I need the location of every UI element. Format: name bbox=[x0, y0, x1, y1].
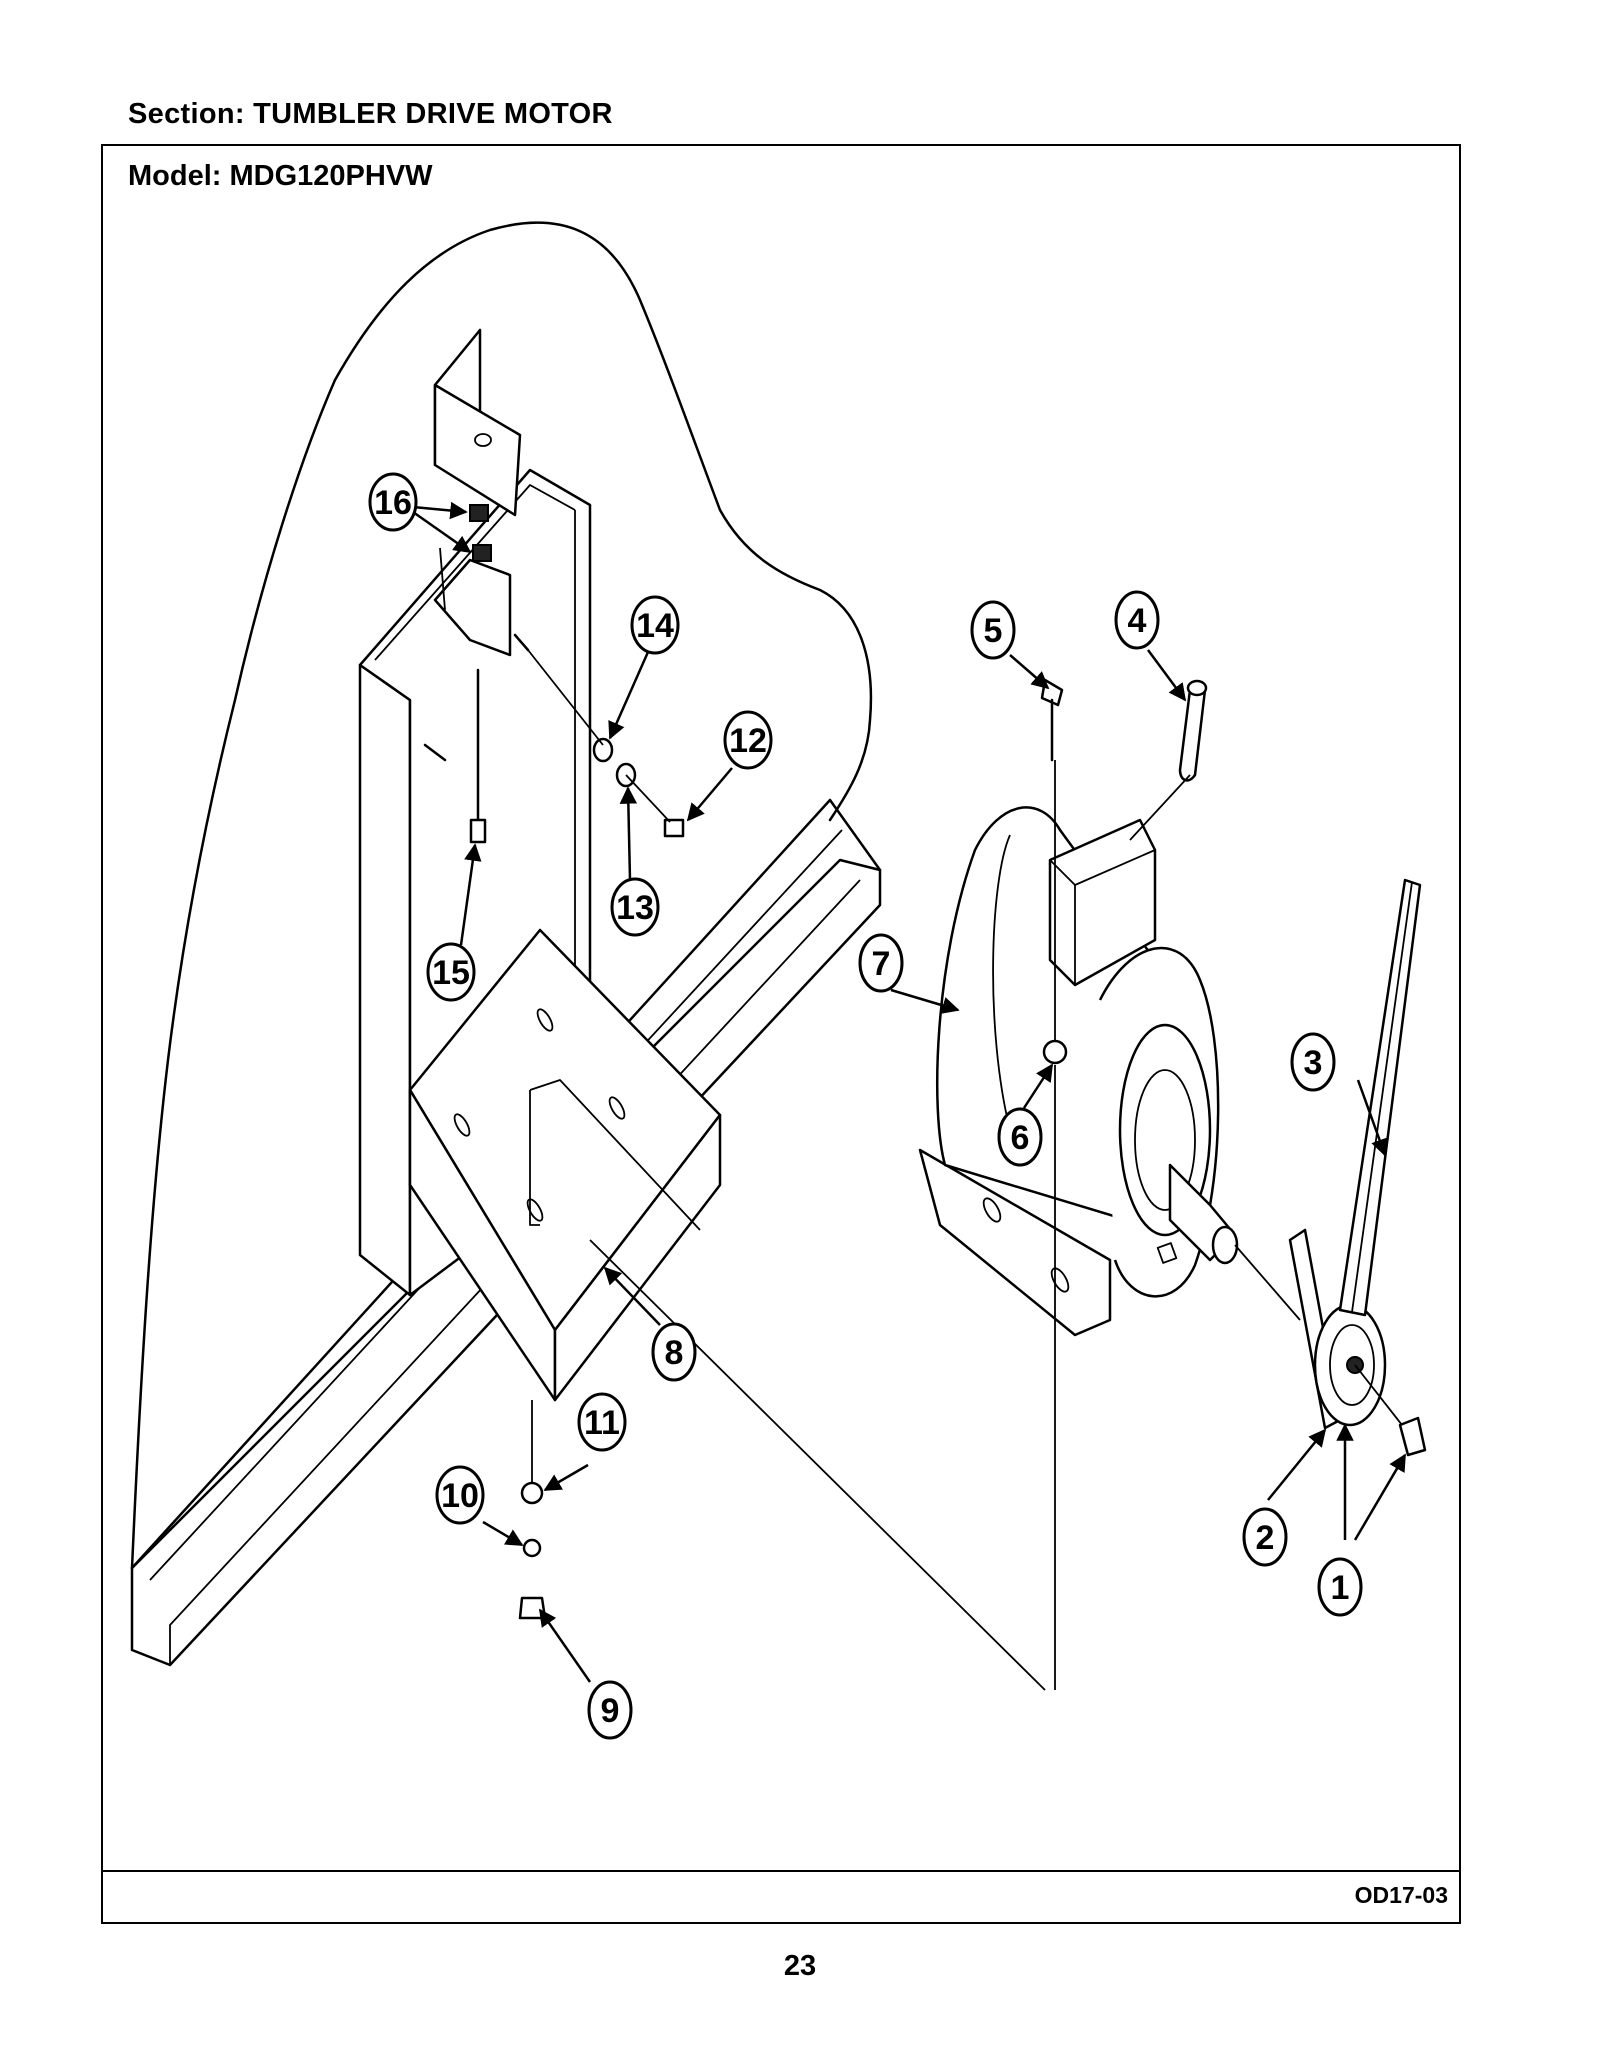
callout-7: 7 bbox=[858, 933, 904, 993]
callout-12: 12 bbox=[723, 710, 773, 770]
svg-text:8: 8 bbox=[665, 1334, 684, 1372]
svg-text:12: 12 bbox=[729, 722, 767, 760]
callout-5: 5 bbox=[970, 600, 1016, 660]
svg-text:4: 4 bbox=[1128, 602, 1147, 640]
callout-15: 15 bbox=[426, 942, 476, 1002]
svg-text:2: 2 bbox=[1256, 1519, 1275, 1557]
footer-divider bbox=[101, 1870, 1461, 1872]
svg-text:13: 13 bbox=[616, 889, 654, 927]
callout-arrows bbox=[412, 501, 1407, 1683]
svg-text:9: 9 bbox=[601, 1692, 620, 1730]
callout-4: 4 bbox=[1114, 590, 1160, 650]
svg-text:5: 5 bbox=[984, 612, 1003, 650]
callout-9: 9 bbox=[587, 1680, 633, 1740]
svg-text:6: 6 bbox=[1011, 1119, 1030, 1157]
svg-text:3: 3 bbox=[1304, 1044, 1323, 1082]
drive-belt bbox=[1338, 878, 1422, 1317]
svg-text:14: 14 bbox=[636, 607, 674, 645]
diagram-frame bbox=[101, 144, 1461, 1924]
callout-11: 11 bbox=[577, 1392, 627, 1452]
callout-2: 2 bbox=[1242, 1507, 1288, 1567]
callout-10: 10 bbox=[435, 1465, 485, 1525]
svg-text:15: 15 bbox=[432, 954, 470, 992]
motor-mount-plate bbox=[408, 928, 722, 1402]
motor-pulley bbox=[1288, 1228, 1387, 1430]
callout-13: 13 bbox=[610, 877, 660, 937]
drive-motor bbox=[918, 806, 1239, 1337]
drawing-code: OD17-03 bbox=[1354, 1882, 1448, 1908]
svg-text:16: 16 bbox=[374, 484, 412, 522]
callout-14: 14 bbox=[630, 595, 680, 655]
callout-8: 8 bbox=[651, 1322, 697, 1382]
svg-text:10: 10 bbox=[441, 1477, 479, 1515]
callout-6: 6 bbox=[997, 1107, 1043, 1167]
callout-3: 3 bbox=[1290, 1032, 1336, 1092]
pulley-key bbox=[1398, 1416, 1427, 1457]
callout-1: 1 bbox=[1317, 1557, 1363, 1617]
svg-text:11: 11 bbox=[584, 1404, 620, 1442]
page-number: 23 bbox=[783, 1950, 817, 1982]
callout-16: 16 bbox=[368, 472, 418, 532]
model-title: Model: MDG120PHVW bbox=[128, 160, 433, 192]
top-mount-bracket bbox=[433, 328, 522, 657]
svg-text:7: 7 bbox=[872, 945, 891, 983]
cabinet-wall-outline bbox=[130, 221, 873, 1570]
section-title: Section: TUMBLER DRIVE MOTOR bbox=[128, 98, 613, 130]
assembly-guide-lines bbox=[527, 649, 1403, 1691]
svg-text:1: 1 bbox=[1331, 1569, 1350, 1607]
